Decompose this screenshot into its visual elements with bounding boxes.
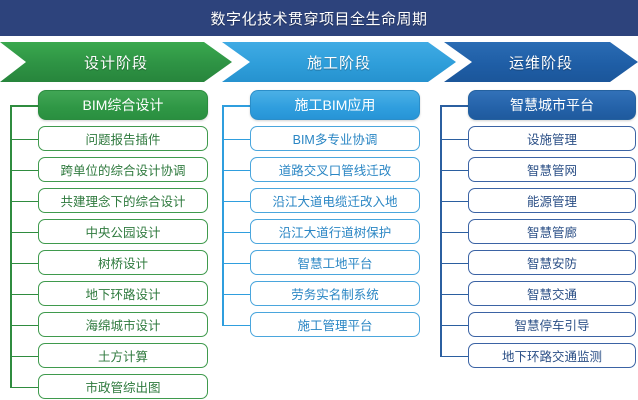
design-item-label: 中央公园设计: [85, 226, 161, 240]
phase-arrow-operation[interactable]: 运维阶段: [444, 42, 638, 82]
operation-item-node[interactable]: 智慧安防: [468, 250, 636, 275]
operation-item-node[interactable]: 地下环路交通监测: [468, 343, 636, 368]
phase-arrow-design[interactable]: 设计阶段: [0, 42, 232, 82]
operation-connector-spine: [440, 105, 442, 356]
design-header-label: BIM综合设计: [82, 97, 164, 113]
construction-connector-branch: [222, 231, 250, 234]
design-item-label: 共建理念下的综合设计: [60, 195, 186, 209]
construction-item-label: 沿江大道行道树保护: [278, 226, 392, 240]
operation-item-label: 智慧管廊: [526, 226, 577, 240]
operation-item-node[interactable]: 能源管理: [468, 188, 636, 213]
phase-label-operation: 运维阶段: [508, 54, 573, 72]
operation-item-node[interactable]: 智慧管网: [468, 157, 636, 182]
operation-item-label: 智慧安防: [526, 257, 577, 271]
design-item-node[interactable]: 地下环路设计: [38, 281, 208, 306]
operation-connector-branch: [440, 355, 468, 358]
design-connector-branch: [10, 262, 38, 265]
operation-connector-branch: [440, 138, 468, 141]
design-connector-branch: [10, 293, 38, 296]
design-item-node[interactable]: 共建理念下的综合设计: [38, 188, 208, 213]
operation-item-label: 智慧停车引导: [514, 319, 590, 333]
construction-connector-branch: [222, 200, 250, 203]
phase-arrow-band: 设计阶段 施工阶段 运维阶段: [0, 38, 638, 86]
design-connector-branch: [10, 324, 38, 327]
construction-connector-spine: [222, 105, 224, 325]
operation-connector-branch: [440, 262, 468, 265]
operation-connector-branch: [440, 105, 468, 107]
operation-item-label: 智慧交通: [526, 288, 577, 302]
construction-item-node[interactable]: 沿江大道行道树保护: [250, 219, 420, 244]
design-item-node[interactable]: 树桥设计: [38, 250, 208, 275]
design-connector-branch: [10, 231, 38, 234]
construction-item-node[interactable]: 智慧工地平台: [250, 250, 420, 275]
phase-label-design: 设计阶段: [83, 54, 148, 72]
design-item-node[interactable]: 跨单位的综合设计协调: [38, 157, 208, 182]
construction-connector-branch: [222, 293, 250, 296]
operation-item-node[interactable]: 设施管理: [468, 126, 636, 151]
design-item-label: 海绵城市设计: [85, 319, 161, 333]
design-header-node[interactable]: BIM综合设计: [38, 90, 208, 120]
operation-connector-branch: [440, 200, 468, 203]
construction-connector-branch: [222, 105, 250, 107]
design-item-node[interactable]: 土方计算: [38, 343, 208, 368]
construction-item-node[interactable]: 劳务实名制系统: [250, 281, 420, 306]
operation-header-node[interactable]: 智慧城市平台: [468, 90, 636, 120]
design-item-node[interactable]: 中央公园设计: [38, 219, 208, 244]
phase-arrow-construction[interactable]: 施工阶段: [222, 42, 456, 82]
construction-item-label: 道路交叉口管线迁改: [278, 164, 392, 178]
construction-connector-branch: [222, 262, 250, 265]
operation-item-node[interactable]: 智慧停车引导: [468, 312, 636, 337]
construction-connector-branch: [222, 324, 250, 327]
construction-header-label: 施工BIM应用: [294, 97, 376, 113]
design-item-label: 问题报告插件: [85, 133, 161, 147]
construction-item-node[interactable]: 沿江大道电缆迁改入地: [250, 188, 420, 213]
phase-label-construction: 施工阶段: [306, 54, 371, 72]
design-item-node[interactable]: 市政管综出图: [38, 374, 208, 399]
operation-connector-branch: [440, 293, 468, 296]
operation-item-label: 设施管理: [526, 133, 577, 147]
construction-connector-branch: [222, 138, 250, 141]
operation-header-label: 智慧城市平台: [510, 97, 594, 113]
design-connector-branch: [10, 386, 38, 389]
construction-item-label: 沿江大道电缆迁改入地: [272, 195, 398, 209]
design-connector-branch: [10, 105, 38, 107]
construction-item-node[interactable]: 施工管理平台: [250, 312, 420, 337]
design-item-label: 地下环路设计: [85, 288, 161, 302]
page-title: 数字化技术贯穿项目全生命周期: [210, 10, 428, 28]
construction-item-label: 劳务实名制系统: [291, 288, 379, 302]
construction-header-node[interactable]: 施工BIM应用: [250, 90, 420, 120]
operation-connector-branch: [440, 324, 468, 327]
construction-item-node[interactable]: 道路交叉口管线迁改: [250, 157, 420, 182]
construction-item-label: 智慧工地平台: [297, 257, 373, 271]
operation-item-node[interactable]: 智慧交通: [468, 281, 636, 306]
design-item-node[interactable]: 问题报告插件: [38, 126, 208, 151]
construction-connector-branch: [222, 169, 250, 172]
design-item-label: 土方计算: [97, 350, 148, 364]
construction-item-label: BIM多专业协调: [292, 133, 378, 147]
operation-item-label: 地下环路交通监测: [501, 350, 602, 364]
design-connector-branch: [10, 138, 38, 141]
construction-item-node[interactable]: BIM多专业协调: [250, 126, 420, 151]
design-item-label: 跨单位的综合设计协调: [60, 164, 186, 178]
operation-item-label: 智慧管网: [526, 164, 577, 178]
design-connector-branch: [10, 169, 38, 172]
construction-item-label: 施工管理平台: [297, 319, 373, 333]
design-item-label: 市政管综出图: [85, 381, 161, 395]
operation-connector-branch: [440, 231, 468, 234]
operation-connector-branch: [440, 169, 468, 172]
design-connector-branch: [10, 200, 38, 203]
design-connector-spine: [10, 105, 12, 387]
operation-item-label: 能源管理: [526, 195, 577, 209]
design-connector-branch: [10, 355, 38, 358]
diagram-title-bar: 数字化技术贯穿项目全生命周期: [0, 0, 638, 36]
design-item-label: 树桥设计: [97, 257, 148, 271]
design-item-node[interactable]: 海绵城市设计: [38, 312, 208, 337]
operation-item-node[interactable]: 智慧管廊: [468, 219, 636, 244]
